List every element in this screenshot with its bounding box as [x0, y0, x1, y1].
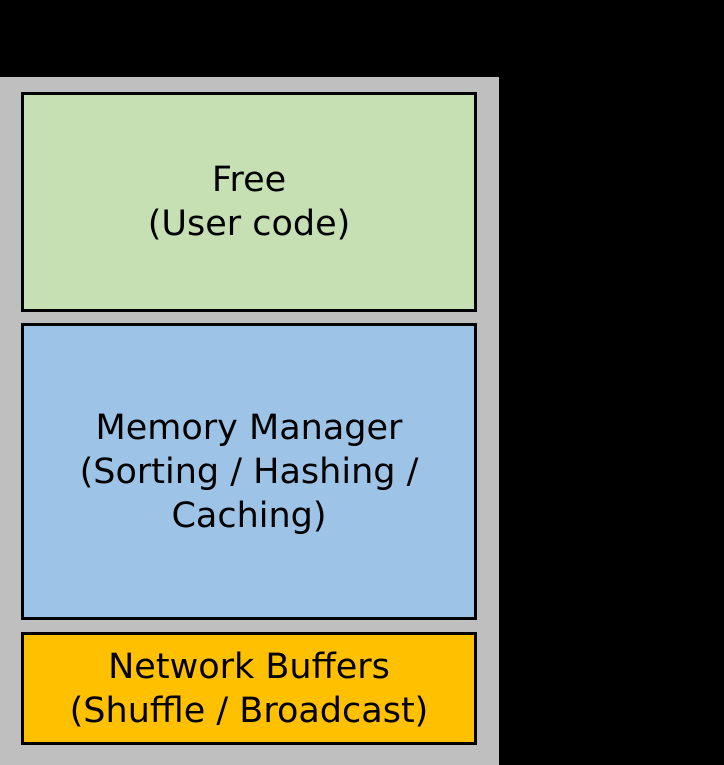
network-buffers-block-label: Network Buffers (Shuffle / Broadcast) — [69, 646, 429, 731]
free-block: Free (User code) — [21, 92, 477, 312]
memory-panel: Free (User code) Memory Manager (Sorting… — [0, 77, 499, 765]
memory-manager-block: Memory Manager (Sorting / Hashing / Cach… — [21, 323, 477, 620]
memory-manager-block-label: Memory Manager (Sorting / Hashing / Cach… — [79, 407, 419, 536]
network-buffers-block: Network Buffers (Shuffle / Broadcast) — [21, 632, 477, 745]
free-block-label: Free (User code) — [147, 160, 351, 244]
